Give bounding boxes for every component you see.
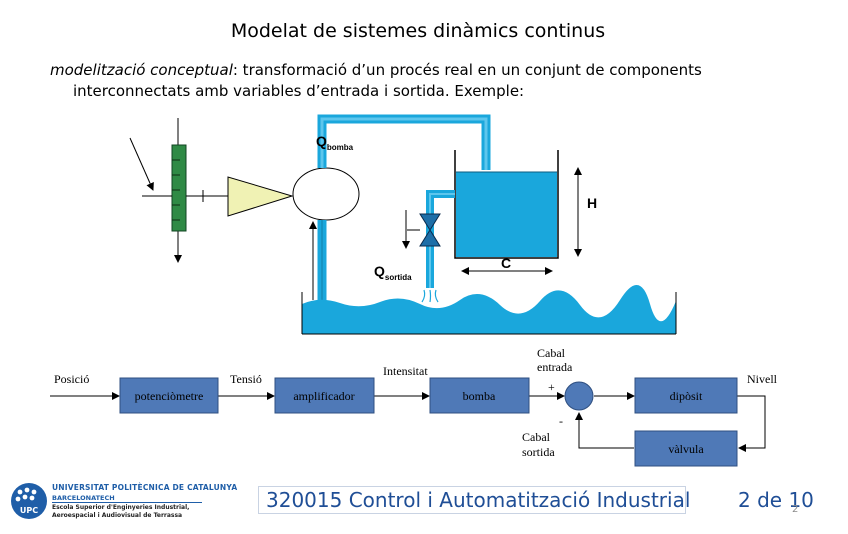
pot-wiper-arrow (129, 137, 154, 191)
intro-text-1: : transformació d’un procés real en un c… (232, 61, 702, 79)
tank-walls (454, 150, 559, 259)
pump-motor (292, 167, 360, 221)
intro-paragraph: modelització conceptual: transformació d… (50, 60, 750, 102)
q-sortida-label: Qsortida (374, 263, 412, 282)
amplifier-triangle (227, 176, 294, 217)
q-bomba-label: Qbomba (316, 133, 354, 152)
signal-cabal-sortida-label-2: sortida (522, 445, 555, 459)
summing-junction (564, 381, 594, 411)
block-valvula-label: vàlvula (668, 442, 704, 456)
sum-minus-sign: - (559, 414, 563, 428)
page-count: 2 de 10 (738, 488, 814, 512)
logo-separator (52, 502, 202, 503)
course-title: 320015 Control i Automatització Industri… (266, 488, 691, 512)
block-diagram: potenciòmetre amplificador bomba dipòsit… (50, 346, 778, 467)
block-diposit-label: dipòsit (670, 389, 703, 403)
block-potenciometre-label: potenciòmetre (135, 389, 204, 403)
block-potenciometre (119, 377, 219, 414)
block-valvula (634, 430, 738, 467)
height-label: H (587, 195, 597, 211)
signal-tensio-label: Tensió (230, 372, 262, 386)
pot-ticks (172, 159, 180, 221)
signal-cabal-sortida-label-1: Cabal (522, 430, 551, 444)
signal-cabal-entrada-label-1: Cabal (537, 346, 566, 360)
slide-title: Modelat de sistemes dinàmics continus (230, 20, 606, 42)
block-bomba-label: bomba (463, 389, 496, 403)
block-bomba (429, 377, 530, 414)
width-label: C (501, 255, 511, 271)
potentiometer-body (171, 144, 187, 232)
logo-school: Escola Superior d'Enginyeries Industrial… (52, 504, 190, 519)
logo-university: UNIVERSITAT POLITÈCNICA DE CATALUNYA (52, 483, 238, 492)
signal-cabal-entrada-label-2: entrada (537, 360, 573, 374)
process-drawing: Qbomba Qsortida H C (129, 114, 677, 335)
signal-nivell-label: Nivell (747, 372, 778, 386)
upc-logo-mark: UPC (11, 483, 47, 519)
block-amplificador-label: amplificador (293, 389, 354, 403)
sum-plus-sign: + (548, 380, 555, 394)
signal-intensitat-label: Intensitat (383, 364, 428, 378)
block-amplificador (274, 377, 375, 414)
signal-cabal-sortida-line (575, 412, 634, 449)
water-drops (421, 289, 439, 303)
block-diposit (634, 377, 738, 414)
signal-posicio-label: Posició (54, 372, 89, 386)
upc-logo: UPC UNIVERSITAT POLITÈCNICA DE CATALUNYA… (8, 480, 237, 524)
page-number: 2 (792, 504, 799, 515)
outlet-valve (419, 213, 441, 231)
intro-text-2: interconnectats amb variables d’entrada … (73, 82, 525, 100)
signal-nivell-feedback (737, 395, 766, 452)
intro-term: modelització conceptual (50, 61, 233, 79)
reservoir-water (302, 284, 676, 334)
tank-water (456, 172, 557, 257)
svg-text:UPC: UPC (20, 506, 38, 515)
course-box (258, 486, 686, 514)
logo-barcelonatech: BARCELONATECH (52, 494, 115, 502)
